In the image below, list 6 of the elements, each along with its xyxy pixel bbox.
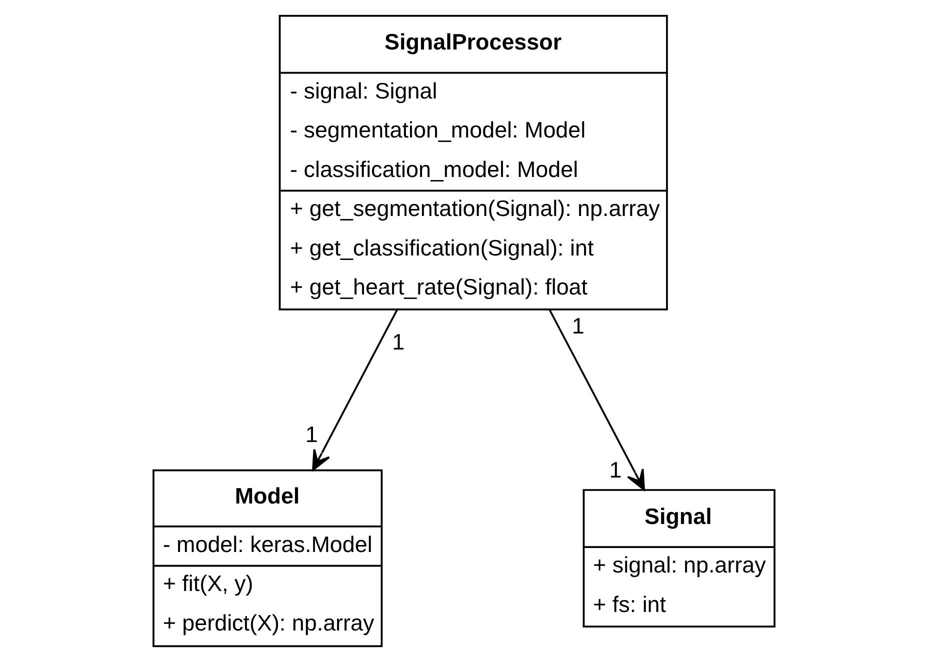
label: 1 bbox=[608, 457, 622, 482]
label: 1 bbox=[571, 314, 584, 339]
arrow bbox=[312, 309, 398, 471]
label: 1 bbox=[304, 422, 318, 448]
arrow bbox=[548, 309, 644, 490]
label: 1 bbox=[392, 329, 404, 354]
